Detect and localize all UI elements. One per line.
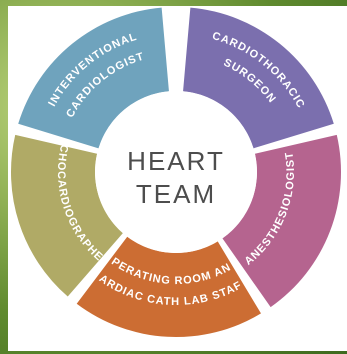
- center-circle: [95, 91, 257, 253]
- segment-interventional: [18, 7, 169, 149]
- segment-or-cath-lab: [76, 236, 261, 338]
- center-title-line1: HEART: [127, 146, 225, 176]
- center-title-line2: TEAM: [136, 179, 216, 209]
- segment-anesthesiologist: [222, 134, 341, 308]
- segment-echocardiographer: [10, 134, 123, 297]
- segment-cardiothoracic: [183, 7, 334, 149]
